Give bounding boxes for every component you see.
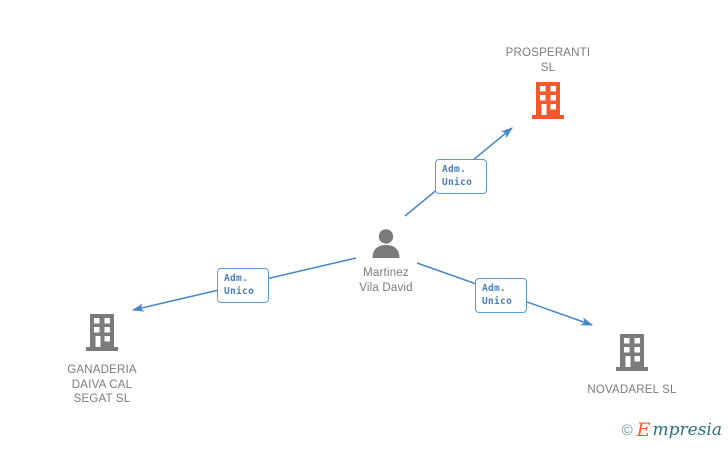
node-ganaderia[interactable]: GANADERIA DAIVA CAL SEGAT SL — [32, 312, 172, 407]
edge-label-prosperanti[interactable]: Adm. Unico — [435, 159, 487, 194]
node-novadarel-label: NOVADAREL SL — [587, 384, 677, 396]
edge-label-novadarel[interactable]: Adm. Unico — [475, 278, 527, 313]
watermark-brand-name: mpresia — [652, 420, 723, 440]
node-prosperanti[interactable]: PROSPERANTI SL — [478, 46, 618, 127]
watermark-brand-initial: E — [636, 419, 651, 441]
building-icon — [32, 312, 172, 359]
watermark-empresia: © E mpresia — [622, 421, 722, 440]
building-icon — [478, 80, 618, 127]
person-icon — [316, 228, 456, 263]
node-novadarel[interactable]: NOVADAREL SL — [562, 332, 702, 398]
node-prosperanti-label: PROSPERANTI SL — [505, 47, 591, 74]
edge-label-ganaderia[interactable]: Adm. Unico — [217, 268, 269, 303]
node-person[interactable]: Martinez Vila David — [316, 228, 456, 295]
node-person-label: Martinez Vila David — [359, 267, 413, 294]
node-ganaderia-label: GANADERIA DAIVA CAL SEGAT SL — [67, 364, 137, 405]
building-icon — [562, 332, 702, 379]
copyright-icon: © — [621, 422, 633, 439]
